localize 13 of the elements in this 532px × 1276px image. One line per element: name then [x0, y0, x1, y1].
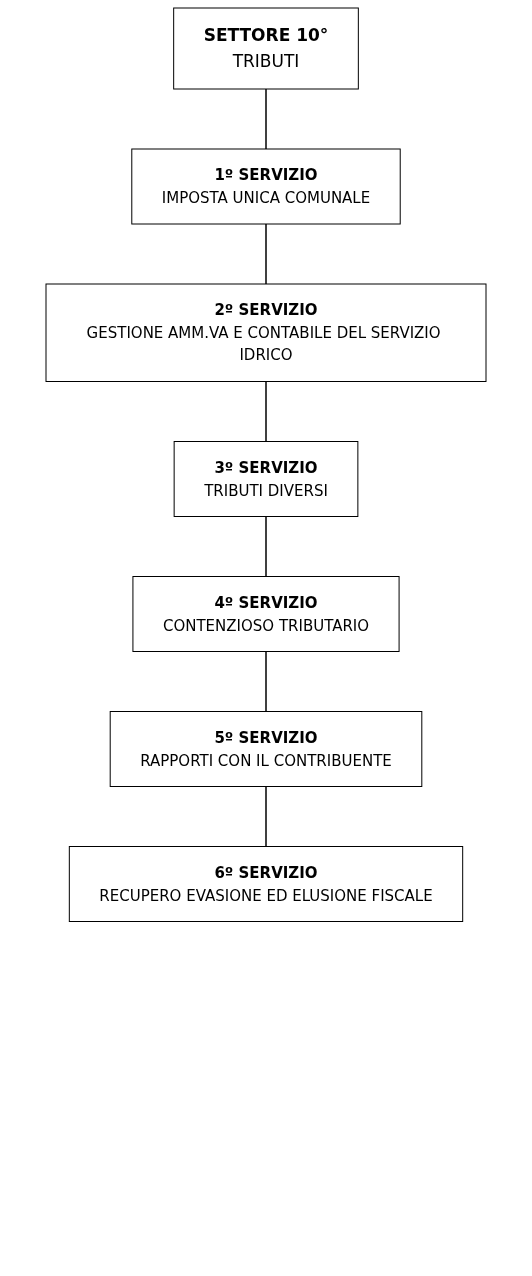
connector — [265, 785, 267, 848]
node-box: 1º SERVIZIO IMPOSTA UNICA COMUNALE — [131, 148, 401, 225]
node-box: SETTORE 10° TRIBUTI — [173, 7, 359, 90]
connector — [265, 650, 267, 713]
node-box: 4º SERVIZIO CONTENZIOSO TRIBUTARIO — [132, 576, 400, 652]
connector — [265, 515, 267, 578]
connector — [265, 380, 267, 443]
connector — [265, 223, 267, 285]
node-box: 6º SERVIZIO RECUPERO EVASIONE ED ELUSIONE FISCALE — [68, 846, 464, 922]
node-box: 2º SERVIZIO GESTIONE AMM.VA E CONTABILE DEL SERVIZIO IDRICO — [45, 283, 487, 382]
node-box: 3º SERVIZIO TRIBUTI DIVERSI — [173, 441, 359, 517]
node-box: 5º SERVIZIO RAPPORTI CON IL CONTRIBUENTE — [109, 711, 423, 787]
connector — [265, 88, 267, 150]
